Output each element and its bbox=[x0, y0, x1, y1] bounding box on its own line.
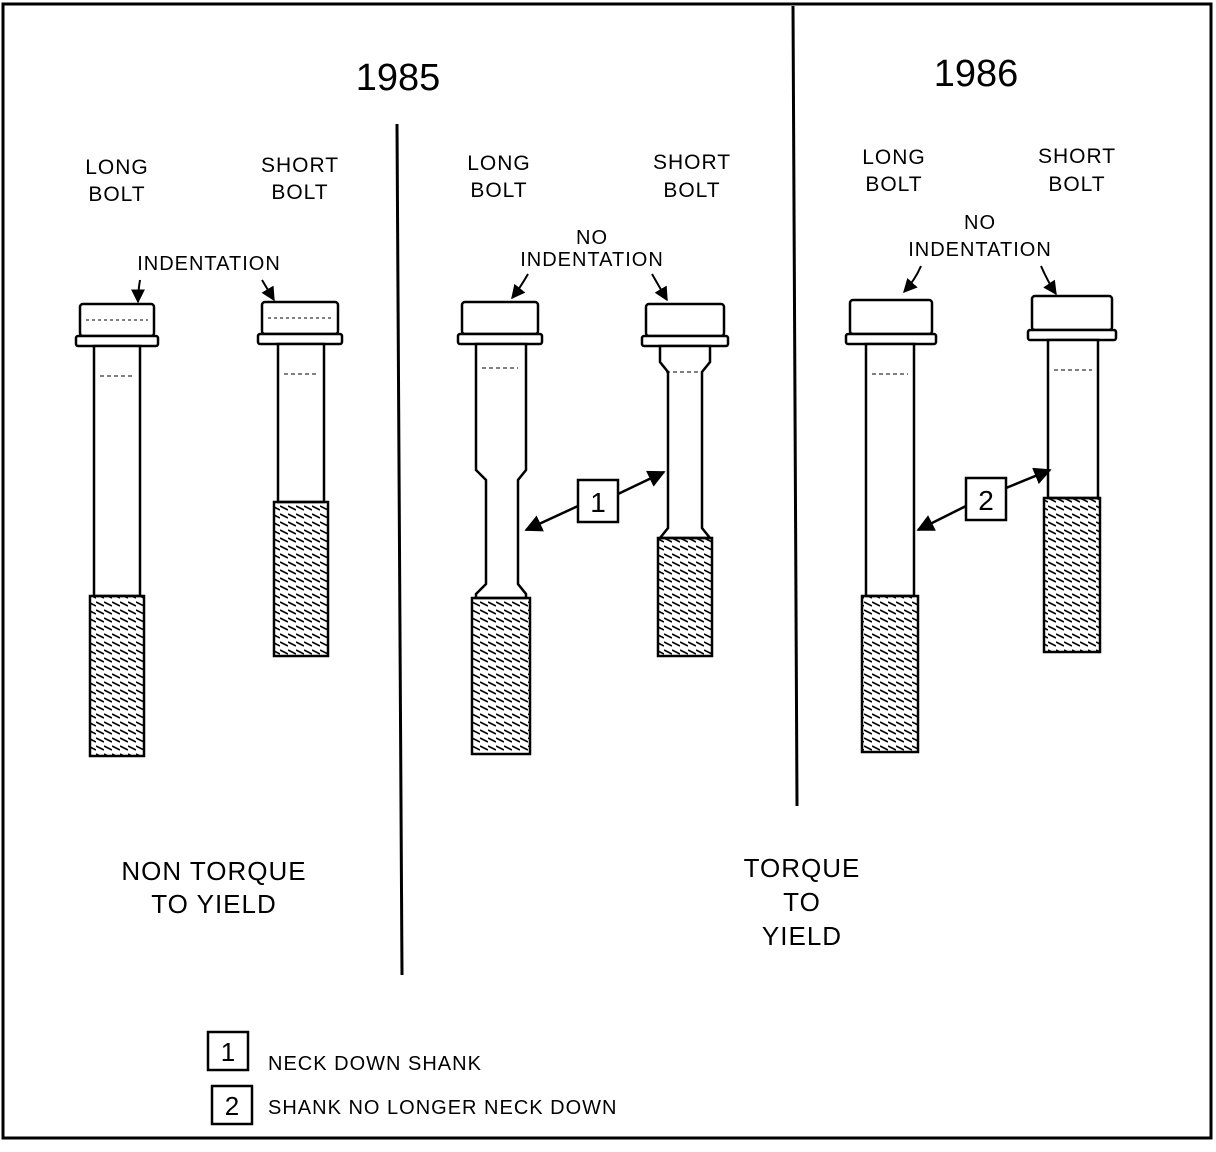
caption-torque-1: TORQUE bbox=[744, 853, 861, 883]
p3-long-label-2: BOLT bbox=[865, 173, 922, 196]
p1-long-label-2: BOLT bbox=[88, 183, 145, 206]
caption-non-torque-1: NON TORQUE bbox=[121, 856, 306, 886]
p2-callout-line-2: INDENTATION bbox=[520, 249, 664, 271]
legend-text-1: NECK DOWN SHANK bbox=[268, 1053, 482, 1075]
p1-indentation-callout: INDENTATION bbox=[137, 253, 281, 275]
p2-long-label-2: BOLT bbox=[470, 179, 527, 202]
caption-torque-3: YIELD bbox=[762, 921, 842, 951]
year-1985: 1985 bbox=[356, 57, 441, 99]
year-1986: 1986 bbox=[934, 53, 1019, 95]
marker-2-label: 2 bbox=[978, 485, 994, 516]
p2-short-label-1: SHORT bbox=[653, 151, 731, 174]
p2-callout-line-1: NO bbox=[576, 227, 608, 249]
p1-long-label-1: LONG bbox=[85, 156, 149, 179]
caption-non-torque-2: TO YIELD bbox=[151, 889, 277, 919]
p2-short-bolt bbox=[640, 302, 730, 658]
p1-short-label-2: BOLT bbox=[271, 181, 328, 204]
p2-short-label-2: BOLT bbox=[663, 179, 720, 202]
indentation-leaders bbox=[131, 265, 1057, 304]
legend-text-2: SHANK NO LONGER NECK DOWN bbox=[268, 1097, 617, 1119]
p1-short-label-1: SHORT bbox=[261, 154, 339, 177]
p3-short-label-2: BOLT bbox=[1048, 173, 1105, 196]
p1-long-bolt bbox=[74, 302, 160, 758]
marker-1: 1 bbox=[524, 470, 666, 532]
divider-1985-halves bbox=[395, 123, 404, 976]
marker-2: 2 bbox=[916, 467, 1052, 532]
p3-callout-line-1: NO bbox=[964, 212, 996, 234]
p1-short-bolt bbox=[256, 300, 344, 658]
p2-long-label-1: LONG bbox=[467, 152, 531, 175]
caption-torque-2: TO bbox=[783, 887, 821, 917]
divider-1985-1986 bbox=[791, 5, 799, 807]
legend: 1 NECK DOWN SHANK 2 SHANK NO LONGER NECK… bbox=[206, 1030, 617, 1126]
p3-callout-line-2: INDENTATION bbox=[908, 239, 1052, 261]
marker-1-label: 1 bbox=[590, 487, 606, 518]
legend-key-2: 2 bbox=[225, 1091, 239, 1121]
p3-long-label-1: LONG bbox=[862, 146, 926, 169]
p3-short-label-1: SHORT bbox=[1038, 145, 1116, 168]
p3-short-bolt bbox=[1026, 294, 1118, 654]
legend-key-1: 1 bbox=[221, 1037, 235, 1067]
p2-long-bolt bbox=[456, 300, 544, 756]
p3-long-bolt bbox=[844, 298, 938, 754]
